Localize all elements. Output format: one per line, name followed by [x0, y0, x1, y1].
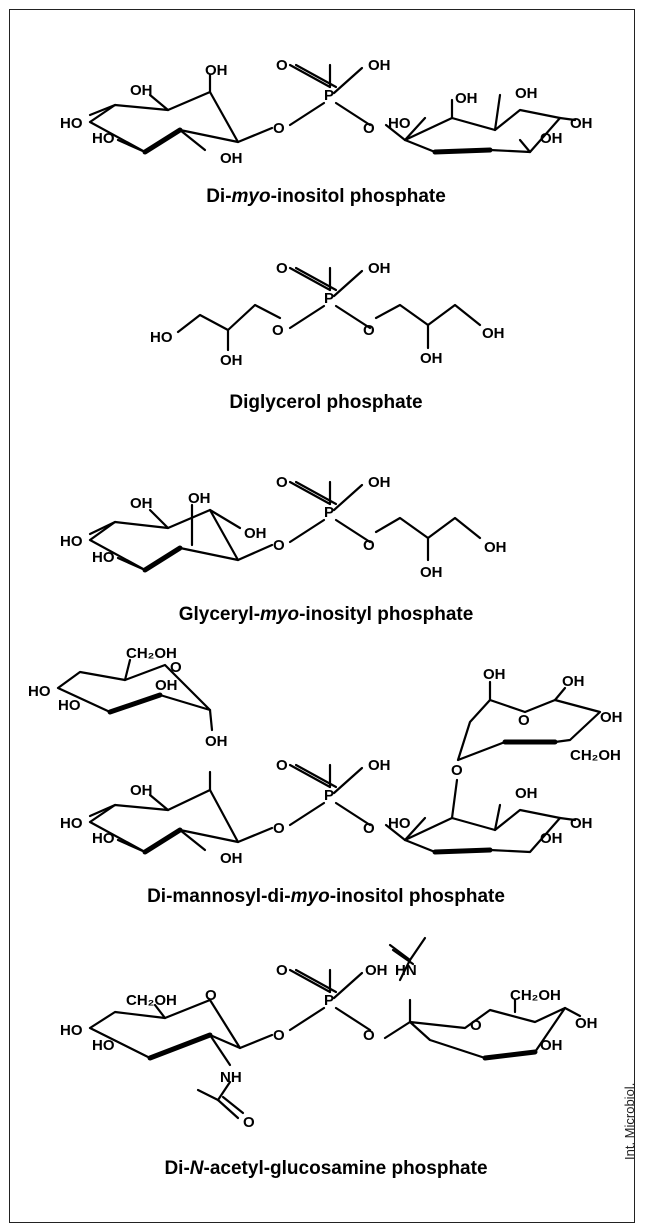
atom-label: OH: [130, 782, 153, 799]
structure-diglycerol-phosphate: HO OH O O P OH O OH OH: [150, 260, 505, 369]
atom-label: OH: [600, 709, 623, 726]
atom-label: O: [363, 120, 375, 137]
atom-label: O: [470, 1017, 482, 1034]
structure-caption: Di-mannosyl-di-myo-inositol phosphate: [147, 886, 505, 907]
right-mannose-ring: [456, 680, 602, 762]
atom-label: HO: [388, 815, 411, 832]
right-glucosamine-ring: [383, 936, 582, 1061]
atom-label: OH: [562, 673, 585, 690]
atom-label: OH: [205, 62, 228, 79]
atom-label: OH: [368, 57, 391, 74]
atom-label: OH: [220, 150, 243, 167]
atom-label: HO: [60, 533, 83, 550]
atom-label: O: [276, 474, 288, 491]
atom-label: OH: [540, 1037, 563, 1054]
structure-glyceryl-myo-inosityl-phosphate: OH OH OH HO HO O O P OH O OH OH: [60, 474, 507, 581]
atom-label: O: [205, 987, 217, 1004]
atom-label: O: [363, 820, 375, 837]
atom-label: HO: [92, 549, 115, 566]
atom-label: OH: [188, 490, 211, 507]
atom-label: O: [272, 322, 284, 339]
atom-label: O: [273, 820, 285, 837]
atom-label: O: [276, 757, 288, 774]
atom-label: OH: [368, 260, 391, 277]
atom-label: P: [324, 992, 334, 1009]
structure-caption: Di-myo-inositol phosphate: [206, 186, 446, 207]
atom-label: OH: [575, 1015, 598, 1032]
atom-label: HO: [60, 815, 83, 832]
atom-label: O: [276, 57, 288, 74]
atom-label: CH₂OH: [126, 645, 177, 662]
atom-label: OH: [130, 82, 153, 99]
atom-label: P: [324, 290, 334, 307]
atom-label: OH: [483, 666, 506, 683]
atom-label: OH: [365, 962, 388, 979]
structure-caption: Di-N-acetyl-glucosamine phosphate: [164, 1158, 488, 1179]
atom-label: O: [276, 260, 288, 277]
atom-label: O: [451, 762, 463, 779]
atom-label: CH₂OH: [510, 987, 561, 1004]
atom-label: O: [273, 537, 285, 554]
left-mannose-ring: [56, 658, 214, 732]
structure-di-n-acetyl-glucosamine-phosphate: CH₂OH O HO HO NH O O O P OH HN O O CH₂OH…: [60, 936, 598, 1131]
right-inositol-ring: [384, 778, 577, 855]
atom-label: O: [276, 962, 288, 979]
atom-label: HO: [28, 683, 51, 700]
atom-label: P: [324, 504, 334, 521]
atom-label: OH: [455, 90, 478, 107]
atom-label: HO: [92, 1037, 115, 1054]
atom-label: OH: [515, 85, 538, 102]
left-glucosamine-ring: [88, 998, 274, 1120]
atom-label: O: [363, 1027, 375, 1044]
structure-di-myo-inositol-phosphate: OH OH HO HO OH O O P OH O HO OH OH OH OH: [60, 57, 593, 167]
atom-label: NH: [220, 1069, 242, 1086]
atom-label: HO: [388, 115, 411, 132]
atom-label: O: [170, 659, 182, 676]
atom-label: P: [324, 787, 334, 804]
atom-label: O: [273, 120, 285, 137]
atom-label: O: [243, 1114, 255, 1131]
structure-caption: Glyceryl-myo-inosityl phosphate: [178, 604, 474, 625]
atom-label: CH₂OH: [570, 747, 621, 764]
atom-label: OH: [482, 325, 505, 342]
atom-label: HO: [60, 1022, 83, 1039]
atom-label: P: [324, 87, 334, 104]
atom-label: HO: [58, 697, 81, 714]
atom-label: O: [363, 537, 375, 554]
atom-label: OH: [570, 815, 593, 832]
atom-label: O: [363, 322, 375, 339]
atom-label: OH: [420, 564, 443, 581]
atom-label: OH: [155, 677, 178, 694]
atom-label: HO: [150, 329, 173, 346]
atom-label: OH: [220, 850, 243, 867]
atom-label: OH: [244, 525, 267, 542]
left-inositol-ring: [88, 770, 274, 855]
atom-label: HO: [60, 115, 83, 132]
left-inositol-ring: [88, 73, 274, 155]
journal-credit: Int. Microbiol.: [622, 1082, 637, 1160]
atom-label: HO: [92, 130, 115, 147]
atom-label: OH: [130, 495, 153, 512]
atom-label: HN: [395, 962, 417, 979]
right-inositol-ring: [384, 93, 577, 155]
structure-caption: Diglycerol phosphate: [229, 392, 423, 413]
atom-label: O: [518, 712, 530, 729]
atom-label: HO: [92, 830, 115, 847]
structure-di-mannosyl-di-myo-inositol-phosphate: CH₂OH O HO HO OH OH OH HO HO OH O O P OH…: [28, 645, 623, 867]
atom-label: OH: [570, 115, 593, 132]
atom-label: OH: [484, 539, 507, 556]
atom-label: CH₂OH: [126, 992, 177, 1009]
atom-label: OH: [540, 830, 563, 847]
atom-label: OH: [220, 352, 243, 369]
atom-label: OH: [205, 733, 228, 750]
atom-label: OH: [515, 785, 538, 802]
atom-label: OH: [420, 350, 443, 367]
atom-label: OH: [368, 474, 391, 491]
atom-label: OH: [368, 757, 391, 774]
atom-label: OH: [540, 130, 563, 147]
atom-label: O: [273, 1027, 285, 1044]
